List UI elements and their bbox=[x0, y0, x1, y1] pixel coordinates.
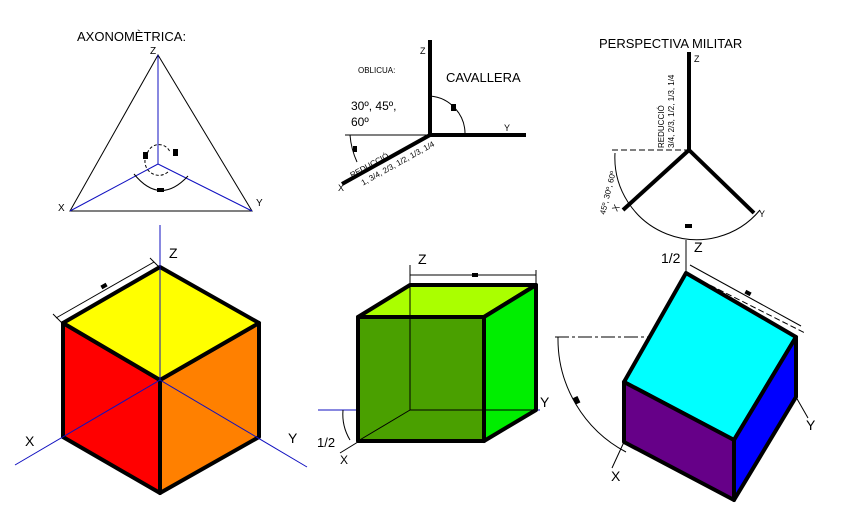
military-cube: Z 1/2 Y X bbox=[555, 239, 816, 502]
angle-tick bbox=[353, 146, 357, 152]
angle-arc-zy bbox=[429, 95, 466, 136]
axonometric-title: AXONOMÈTRICA: bbox=[77, 29, 186, 44]
angle-arc-small-lower bbox=[144, 159, 169, 176]
reduction-line-2: 3/4, 2/3, 1/2, 1/3, 1/4 bbox=[667, 74, 676, 148]
angle-tick bbox=[143, 152, 148, 159]
cavalier-title: CAVALLERA bbox=[446, 70, 521, 85]
dimension-extension bbox=[149, 257, 161, 269]
axis-y-line bbox=[687, 148, 756, 215]
dimension-tick bbox=[744, 289, 752, 297]
axis-z-label: Z bbox=[694, 54, 700, 64]
angle-tick bbox=[157, 188, 164, 192]
dimension-tick bbox=[100, 282, 108, 290]
dimension-line bbox=[55, 261, 155, 319]
axis-x-line bbox=[69, 163, 159, 212]
axonometric-scheme: AXONOMÈTRICA: Z X Y bbox=[58, 29, 263, 214]
reduction-line-1: REDUCCIÓ bbox=[657, 105, 666, 148]
axis-x-line bbox=[611, 441, 625, 469]
axis-x-line bbox=[14, 379, 161, 466]
cavalier-scheme: OBLICUA: CAVALLERA 30º, 45º, 60º Z Y X R… bbox=[338, 40, 526, 193]
angle-tick bbox=[572, 396, 581, 405]
axonometric-cube: Z X Y bbox=[14, 225, 308, 495]
angle-tick bbox=[685, 224, 692, 228]
axis-z-label: Z bbox=[169, 245, 178, 261]
axis-y-line bbox=[159, 379, 308, 468]
military-scheme: PERSPECTIVA MILITAR Z Y REDUCCIÓ 3/4, 2/… bbox=[598, 36, 765, 241]
axis-z-label: Z bbox=[418, 251, 427, 267]
axis-y-label: Y bbox=[256, 198, 263, 209]
dimension-line bbox=[689, 264, 802, 327]
triangle-of-traces bbox=[69, 54, 253, 212]
axis-x-label: X bbox=[25, 433, 35, 449]
axis-z-label: Z bbox=[694, 239, 703, 255]
axis-y-label: Y bbox=[504, 123, 510, 133]
axis-y-label: Y bbox=[540, 394, 550, 410]
axis-x-label: X bbox=[340, 453, 348, 467]
reduction-label: 1/2 bbox=[317, 435, 335, 450]
axis-x-label: X bbox=[611, 468, 621, 484]
axis-x-label: X bbox=[58, 203, 65, 214]
dimension-extension bbox=[52, 313, 64, 325]
axis-y-label: Y bbox=[806, 417, 816, 433]
axis-z-label: Z bbox=[150, 46, 156, 57]
angle-arc-oblique bbox=[349, 134, 358, 163]
military-axis-x-label: X bbox=[610, 203, 622, 213]
oblique-label: OBLICUA: bbox=[358, 66, 395, 75]
angle-arc bbox=[342, 409, 351, 441]
angle-arc bbox=[614, 152, 761, 241]
axis-x-line bbox=[341, 133, 431, 186]
angle-arc-small-upper bbox=[146, 144, 171, 159]
axis-y-label: Y bbox=[288, 430, 298, 446]
cavalier-cube: Z Y X 1/2 bbox=[317, 251, 550, 467]
dimension-tick bbox=[472, 273, 478, 277]
military-title: PERSPECTIVA MILITAR bbox=[599, 36, 742, 51]
axis-y-extension bbox=[795, 396, 809, 419]
angle-tick bbox=[173, 149, 178, 156]
reduction-label: 1/2 bbox=[661, 250, 681, 266]
angle-tick bbox=[451, 104, 456, 111]
angle-arc bbox=[557, 336, 627, 453]
hidden-edge bbox=[357, 409, 411, 442]
axis-x-line bbox=[621, 148, 691, 212]
cube-face-front bbox=[356, 315, 486, 443]
angles-line-1: 30º, 45º, bbox=[351, 99, 396, 113]
axis-y-line bbox=[157, 163, 253, 212]
angles-line-2: 60º bbox=[351, 115, 369, 129]
axis-x-label: X bbox=[338, 183, 344, 193]
axis-y-label: Y bbox=[759, 209, 765, 219]
axis-z-label: Z bbox=[420, 46, 426, 56]
